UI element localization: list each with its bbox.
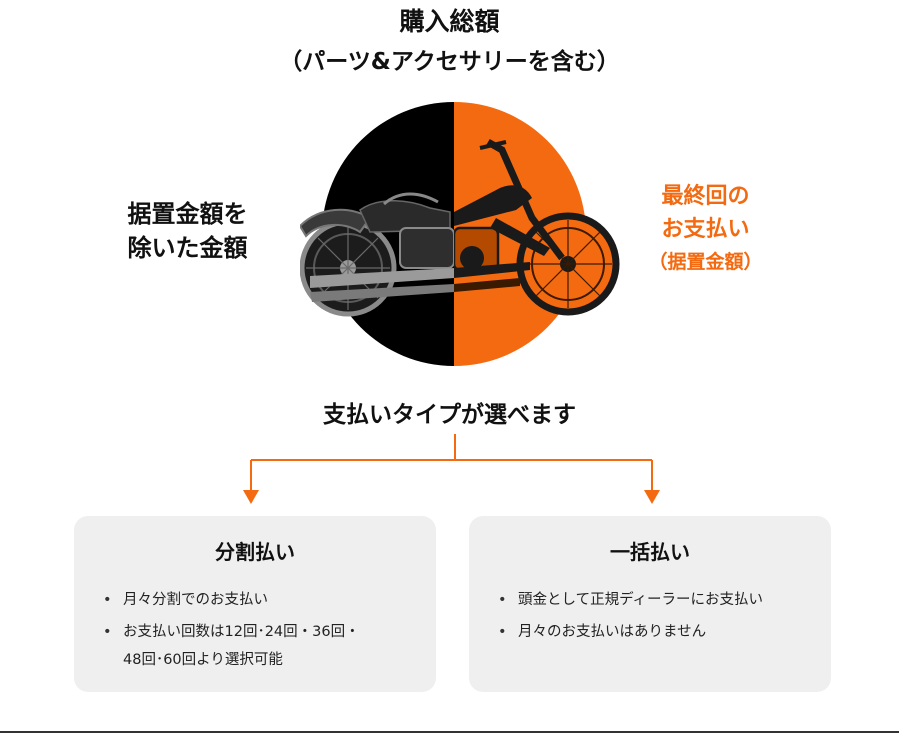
list-item-text: お支払い回数は12回･24回・36回・ (123, 624, 360, 640)
final-payment-line3: （据置金額） (648, 251, 763, 273)
remaining-amount-line1: 据置金額を (127, 200, 248, 228)
installment-bullets: 月々分割でのお支払い お支払い回数は12回･24回・36回・ 48回･60回より選… (101, 586, 360, 674)
arrow-down-icon (644, 490, 660, 504)
page-title: 購入総額 (399, 7, 500, 36)
remaining-amount-line2: 除いた金額 (127, 234, 248, 262)
list-item: お支払い回数は12回･24回・36回・ 48回･60回より選択可能 (101, 618, 360, 674)
remaining-amount-label: 据置金額を 除いた金額 (100, 197, 275, 265)
branch-connector (243, 434, 660, 504)
installment-card: 分割払い 月々分割でのお支払い お支払い回数は12回･24回・36回・ 48回･6… (74, 516, 436, 692)
motorcycle-icon (300, 138, 620, 317)
list-item: 頭金として正規ディーラーにお支払い (496, 586, 763, 614)
final-payment-label: 最終回の お支払い （据置金額） (628, 180, 783, 279)
final-payment-line1: 最終回の (661, 184, 750, 209)
lump-sum-card: 一括払い 頭金として正規ディーラーにお支払い 月々のお支払いはありません (469, 516, 831, 692)
list-item-continuation: 48回･60回より選択可能 (123, 652, 283, 668)
page-subtitle: （パーツ&アクセサリーを含む） (279, 49, 620, 75)
final-payment-line2: お支払い (661, 217, 750, 242)
lump-sum-bullets: 頭金として正規ディーラーにお支払い 月々のお支払いはありません (496, 586, 763, 650)
split-circle-diagram (300, 102, 620, 366)
payment-type-heading: 支払いタイプが選べます (323, 402, 576, 428)
arrow-down-icon (243, 490, 259, 504)
list-item: 月々分割でのお支払い (101, 586, 360, 614)
list-item: 月々のお支払いはありません (496, 618, 763, 646)
lump-sum-card-title: 一括払い (610, 540, 690, 564)
bottom-divider (0, 731, 899, 733)
installment-card-title: 分割払い (215, 540, 295, 564)
